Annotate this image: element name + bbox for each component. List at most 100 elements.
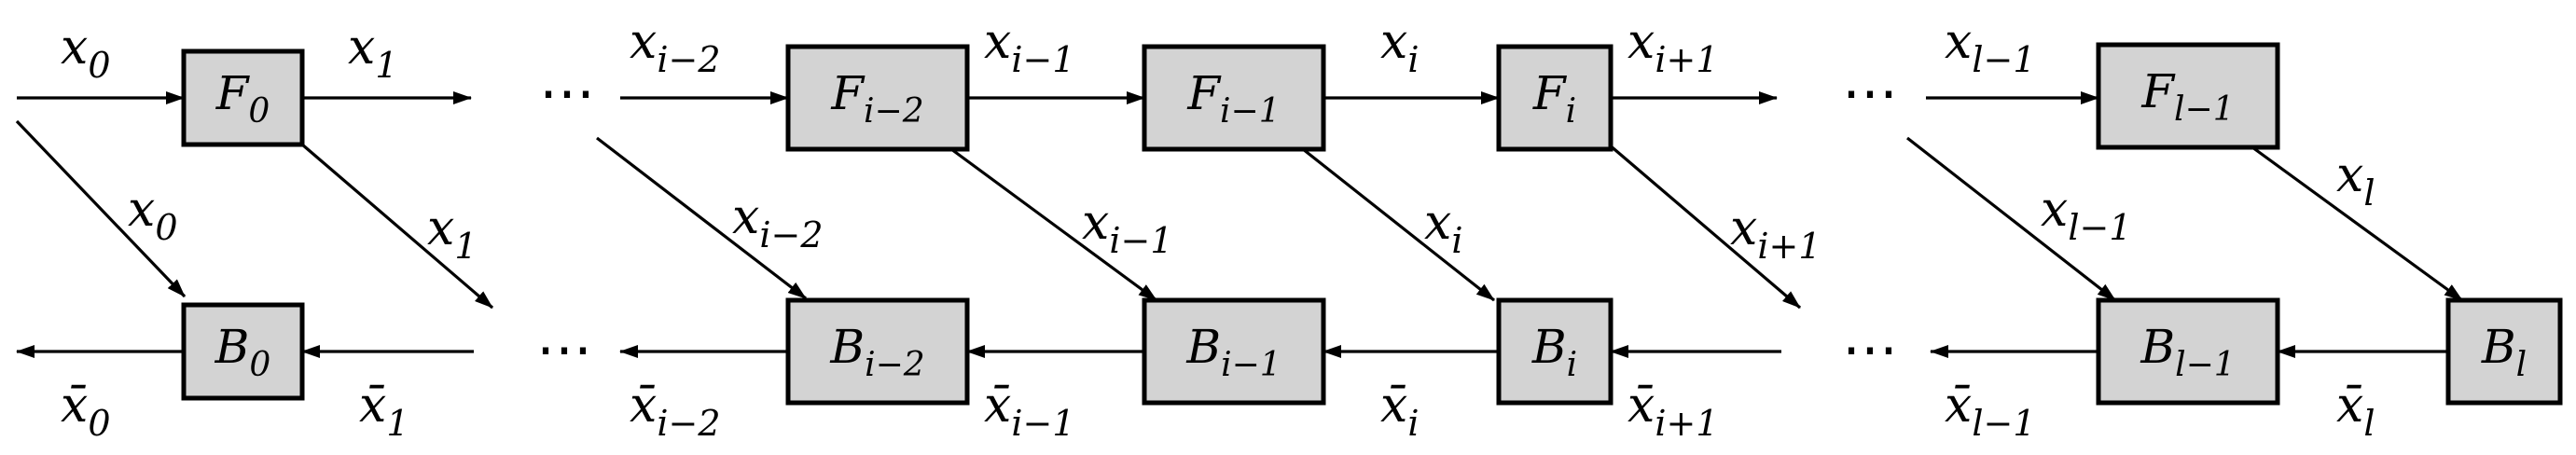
edge-label: xi−1 xyxy=(1082,195,1173,261)
edge-arrow xyxy=(950,147,1157,302)
edge-label-subscript: l xyxy=(2363,403,2375,444)
edge-label: xl−1 xyxy=(2041,182,2132,248)
node-label-subscript: i xyxy=(1566,92,1577,131)
edge-label-subscript: l xyxy=(2363,172,2375,214)
edge-Fi-2-Fi-1: xi−1 xyxy=(967,14,1145,104)
node-Fi: Fi xyxy=(1496,44,1613,152)
edge-Bi-Bi-1: x̄i xyxy=(1323,345,1499,444)
edge-label-subscript: i+1 xyxy=(1655,39,1718,80)
edge-arrow xyxy=(15,119,187,298)
edge-label-base: x xyxy=(427,200,454,256)
node-box xyxy=(2445,297,2563,406)
edge-label: xi+1 xyxy=(1627,14,1719,80)
edge-label-base: x xyxy=(732,189,759,245)
edge-arrow xyxy=(2251,145,2463,302)
edge-label-subscript: i+1 xyxy=(1655,403,1718,444)
edge-label-base: x̄ xyxy=(1945,378,1972,434)
edge-label-base: x xyxy=(1730,200,1757,256)
edge-diag-xi-1: xi−1 xyxy=(950,147,1173,302)
edge-arrow xyxy=(596,136,807,300)
edge-label-subscript: l−1 xyxy=(1972,403,2035,444)
edge-label: xi+1 xyxy=(1730,200,1821,267)
node-label-subscript: i−2 xyxy=(865,346,925,384)
edge-label-subscript: 0 xyxy=(88,403,110,444)
edge-label-base: x xyxy=(2041,182,2068,238)
node-Bl-1: Bl−1 xyxy=(2096,297,2280,406)
node-label: F0 xyxy=(215,66,270,131)
edge-label-base: x xyxy=(1380,14,1407,70)
edge-label-subscript: i xyxy=(1407,39,1419,80)
edge-in-xi-2: xi−2 xyxy=(620,14,789,104)
node-box xyxy=(1142,44,1326,152)
edge-label-base: x̄ xyxy=(1380,378,1407,434)
edge-label-base: x̄ xyxy=(2336,378,2363,434)
edge-label: x0 xyxy=(61,20,111,86)
edge-label-subscript: i−1 xyxy=(1011,403,1074,444)
edge-label-base: x xyxy=(984,14,1011,70)
edge-label: xi−1 xyxy=(984,14,1075,80)
edge-label: xi xyxy=(1424,195,1462,261)
edge-diag-xl-1: xl−1 xyxy=(1906,136,2132,302)
edge-label-subscript: 1 xyxy=(454,226,477,267)
edge-in-x0: x0 xyxy=(17,20,185,104)
edge-F0-x1: x1 xyxy=(302,20,472,104)
node-label-subscript: l−1 xyxy=(2175,346,2236,384)
edge-label: x̄i+1 xyxy=(1627,378,1719,444)
edge-label: xl−1 xyxy=(1945,14,2036,80)
edge-label: x̄i−2 xyxy=(630,378,721,444)
node-B0: B0 xyxy=(181,302,305,401)
edge-in-xl-1: xl−1 xyxy=(1926,14,2099,104)
node-label-subscript: i−1 xyxy=(1220,92,1281,131)
node-label-base: B xyxy=(2140,320,2175,374)
edge-Fi-xi+1: xi+1 xyxy=(1611,14,1778,104)
node-label-base: B xyxy=(215,320,250,374)
ellipsis-layer: ⋯⋯⋯⋯ xyxy=(536,61,1898,382)
edge-Bi-1-Bi-2: x̄i−1 xyxy=(966,345,1144,444)
node-Bi-1: Bi−1 xyxy=(1142,297,1326,406)
edge-label: xl xyxy=(2336,147,2375,214)
node-label: Bl−1 xyxy=(2140,320,2235,384)
node-Bi: Bi xyxy=(1496,297,1613,406)
edge-label-subscript: i−2 xyxy=(657,403,720,444)
edge-label-subscript: l−1 xyxy=(1972,39,2035,80)
node-Fi-1: Fi−1 xyxy=(1142,44,1326,152)
edge-label-base: x xyxy=(128,182,155,238)
node-label-base: F xyxy=(1532,66,1568,120)
edge-arrow xyxy=(1607,143,1802,310)
node-label-subscript: l xyxy=(2516,346,2528,384)
edge-in-Bi: x̄i+1 xyxy=(1610,345,1781,444)
edge-label-base: x xyxy=(1627,14,1655,70)
node-Fl-1: Fl−1 xyxy=(2096,42,2280,150)
node-box xyxy=(785,44,970,152)
node-label-base: F xyxy=(1186,66,1222,120)
node-box xyxy=(181,302,305,401)
edge-label-subscript: 0 xyxy=(88,45,110,86)
node-label-subscript: i−1 xyxy=(1221,346,1281,384)
edge-arrow xyxy=(1302,147,1495,302)
node-label-base: B xyxy=(829,320,865,374)
node-box xyxy=(2096,297,2280,406)
edge-label: x0 xyxy=(128,182,178,248)
node-box xyxy=(2096,42,2280,150)
node-label: Bi xyxy=(1531,320,1577,384)
edge-diag-x1: x1 xyxy=(300,143,494,310)
edge-label: x̄i−1 xyxy=(984,378,1075,444)
edge-label-subscript: i xyxy=(1451,220,1462,261)
edge-label-base: x̄ xyxy=(61,378,88,434)
edge-label-base: x̄ xyxy=(359,378,386,434)
edge-label-base: x̄ xyxy=(984,378,1011,434)
edge-label-subscript: i−1 xyxy=(1011,39,1074,80)
node-box xyxy=(181,48,305,147)
edge-diag-xi: xi xyxy=(1302,147,1495,302)
edge-label: x̄i xyxy=(1380,378,1419,444)
node-label: Bi−1 xyxy=(1185,320,1281,384)
node-label-subscript: 0 xyxy=(249,346,270,384)
node-label-subscript: i−2 xyxy=(864,92,924,131)
edge-label-base: x xyxy=(348,20,375,76)
node-box xyxy=(1496,44,1613,152)
edge-diag-x0: x0 xyxy=(15,119,187,298)
node-label-base: B xyxy=(1185,320,1221,374)
ellipsis: ⋯ xyxy=(536,317,592,382)
